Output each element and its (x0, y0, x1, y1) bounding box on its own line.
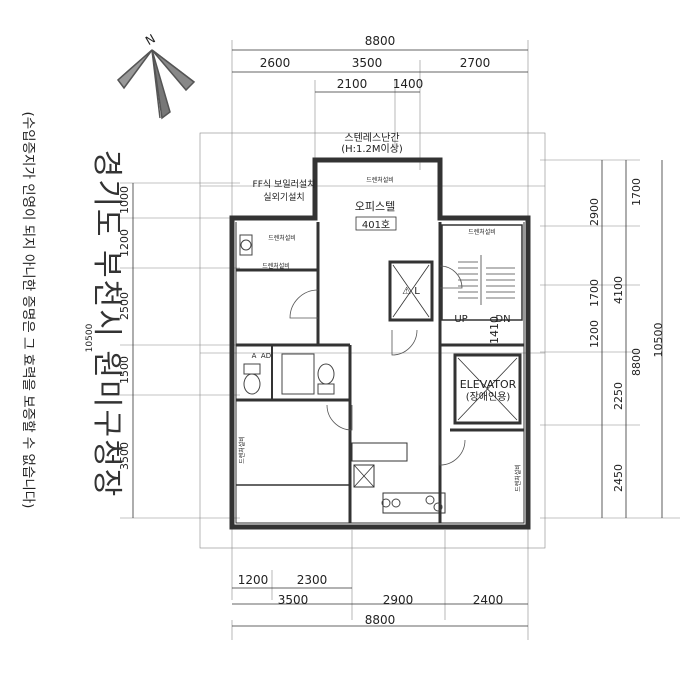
dim-bottom-3500: 3500 (278, 593, 309, 607)
dim-top-2100: 2100 (337, 77, 368, 91)
label-room-no: 401호 (362, 219, 390, 231)
dim-right-2250: 2250 (612, 382, 625, 410)
dim-left-3500: 3500 (118, 442, 131, 470)
label-legend-ad: AD (261, 352, 271, 360)
label-drainage-stair: 드렌처설비 (468, 228, 496, 236)
label-stair-up: UP (454, 314, 467, 325)
label-elevator: ELEVATOR (460, 378, 517, 391)
dim-left-1200: 1200 (118, 229, 131, 257)
dim-left-1000: 1000 (118, 186, 131, 214)
dim-left-1500: 1500 (118, 356, 131, 384)
dim-right-1700: 1700 (588, 279, 601, 307)
dim-top-total: 8800 (365, 34, 396, 48)
dim-inner-10500: 10500 (85, 323, 95, 352)
dim-bottom-2900: 2900 (383, 593, 414, 607)
dim-top-3500: 3500 (352, 56, 383, 70)
dim-inner-1410: 1410 (488, 316, 501, 344)
grid-lines (120, 40, 680, 640)
label-officetel: 오피스텔 (355, 200, 395, 213)
door-swings (289, 265, 466, 466)
stair-treads (458, 255, 515, 305)
label-drainage-top: 드렌처설비 (366, 176, 394, 184)
north-label: N (143, 31, 158, 48)
dim-right-2900: 2900 (588, 198, 601, 226)
label-stainless-rail: 스텐레스난간 (344, 132, 399, 144)
label-elevator-sub: (장애인용) (466, 391, 511, 403)
label-outdoor-unit: 실외기설치 (263, 191, 304, 203)
dim-top-1400: 1400 (393, 77, 424, 91)
north-arrow-icon (116, 49, 196, 120)
dim-right-1700b: 1700 (630, 178, 643, 206)
room-no-box (355, 216, 397, 231)
label-drainage-right: 드렌처설비 (514, 464, 522, 492)
label-legend-a: A (252, 352, 257, 360)
dim-bottom-total: 8800 (365, 613, 396, 627)
stamp-note: (수입증지가 인영이 되지 아니한 증명은 그 효력을 보증할 수 없습니다) (20, 111, 36, 509)
dim-top-2600: 2600 (260, 56, 291, 70)
dim-left-2500: 2500 (118, 292, 131, 320)
dim-right-10500: 10500 (652, 323, 665, 358)
label-drainage-left: 드렌처설비 (268, 234, 296, 242)
label-rail-height: (H:1.2M이상) (341, 143, 403, 155)
dim-top-2700: 2700 (460, 56, 491, 70)
stamp-office: 경기도 부천시 원미구청장 (89, 149, 124, 499)
dim-bottom-1200: 1200 (238, 573, 269, 587)
building-walls (229, 157, 531, 530)
label-stair-sign: ⚠ L (402, 286, 420, 297)
dim-bottom-2300: 2300 (297, 573, 328, 587)
dim-right-2450: 2450 (612, 464, 625, 492)
label-drainage-left-v: 드렌처설비 (238, 436, 246, 464)
label-ff-boiler: FF식 보일러설치 (253, 178, 316, 190)
dim-right-1200: 1200 (588, 320, 601, 348)
label-stair-dn: DN (495, 314, 510, 325)
dim-bottom-2400: 2400 (473, 593, 504, 607)
label-drainage-bottom: 드렌처설비 (262, 262, 290, 270)
dimension-lines (132, 49, 663, 627)
bathroom-fixtures (239, 234, 443, 512)
dim-right-4100: 4100 (612, 276, 625, 304)
dim-right-8800: 8800 (630, 348, 643, 376)
